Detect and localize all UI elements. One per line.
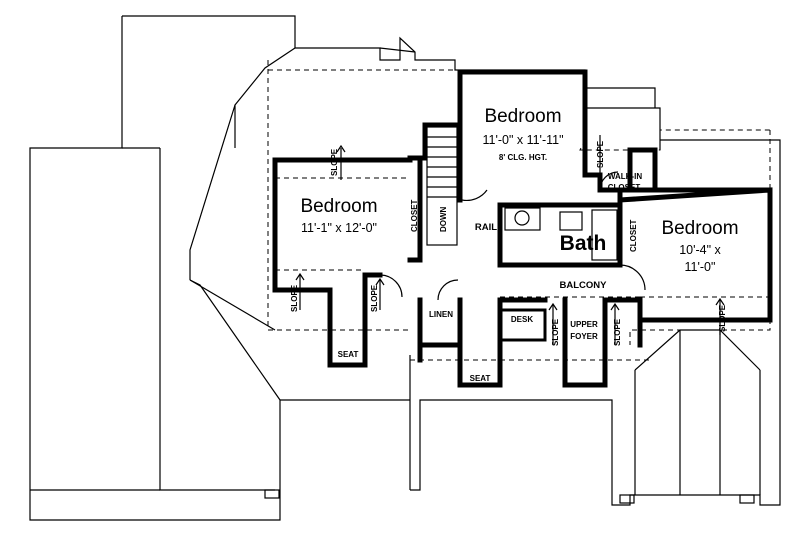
label-slope-desk: SLOPE [551,318,560,346]
label-linen: LINEN [429,310,453,319]
bath-fixtures [504,207,618,261]
label-closet-left: CLOSET [410,199,419,232]
label-slope-walkin: SLOPE [596,140,605,168]
room-name-bedroom-left: Bedroom [300,196,377,217]
room-name-bedroom-right: Bedroom [661,218,738,239]
small-labels: SLOPE SLOPE SLOPE SLOPE SLOPE SLOPE SLOP… [290,140,727,383]
label-rail: RAIL [475,222,497,233]
label-slope-right: SLOPE [718,304,727,332]
room-size-bedroom-right-1: 10'-4" x [679,243,721,257]
label-foyer: FOYER [570,332,598,341]
label-balcony: BALCONY [560,280,608,291]
label-slope-foyer: SLOPE [613,318,622,346]
ceiling-height-note: 8' CLG. HGT. [499,153,547,162]
walls [272,69,773,388]
roof-outline [29,15,781,521]
label-seat-center: SEAT [470,374,491,383]
room-name-bedroom-top: Bedroom [484,106,561,127]
label-desk: DESK [511,315,533,324]
room-name-bath: Bath [560,232,607,255]
room-size-bedroom-top: 11'-0" x 11'-11" [482,133,563,147]
label-closet-right: CLOSET [629,219,638,252]
label-upper: UPPER [570,320,598,329]
doors [379,171,646,301]
staircase [426,126,458,246]
label-slope-mid: SLOPE [370,284,379,312]
room-size-bedroom-right-2: 11'-0" [685,260,716,274]
slope-arrows [295,135,725,345]
room-size-bedroom-left: 11'-1" x 12'-0" [301,221,377,235]
label-down: DOWN [439,206,448,232]
label-seat-left: SEAT [338,350,359,359]
label-slope-left-top: SLOPE [330,148,339,176]
label-walk-in-1: WALK-IN [608,172,642,181]
room-labels: Bedroom 11'-0" x 11'-11" 8' CLG. HGT. Be… [300,106,738,274]
label-walk-in-2: CLOSET [608,183,641,192]
label-slope-left-bottom: SLOPE [290,284,299,312]
